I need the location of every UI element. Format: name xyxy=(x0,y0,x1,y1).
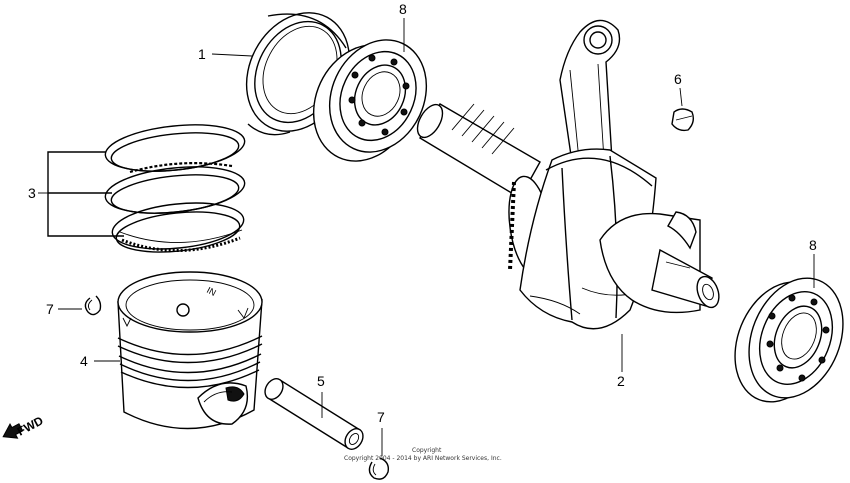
copyright-line-2: Copyright 2004 - 2014 by ARI Network Ser… xyxy=(344,455,502,462)
bracket-3 xyxy=(47,151,124,237)
fwd-arrow-icon xyxy=(2,422,24,439)
piston-rings-part-3[interactable] xyxy=(103,119,247,258)
pin-clip-part-7-bottom[interactable] xyxy=(368,457,390,480)
callout-8-top: 8 xyxy=(399,1,407,17)
pin-clip-part-7-left[interactable] xyxy=(84,295,102,316)
woodruff-key-part-6[interactable] xyxy=(671,108,695,132)
callout-2: 2 xyxy=(617,373,625,389)
callout-8-right: 8 xyxy=(809,237,817,253)
callout-6: 6 xyxy=(674,71,682,87)
piston-in-mark: IN xyxy=(205,285,218,298)
callout-5: 5 xyxy=(317,373,325,389)
fwd-label: FWD xyxy=(15,413,46,438)
ball-bearing-part-8-top[interactable] xyxy=(295,24,444,178)
leader-1 xyxy=(211,53,253,57)
piston-pin-part-5[interactable] xyxy=(261,375,366,452)
crankshaft-part-2[interactable] xyxy=(412,19,723,330)
callout-1: 1 xyxy=(198,46,206,62)
copyright-line-1: Copyright xyxy=(412,447,442,454)
callout-4: 4 xyxy=(80,353,88,369)
callout-3: 3 xyxy=(28,185,36,201)
callout-7-bottom: 7 xyxy=(377,409,385,425)
callout-7-left: 7 xyxy=(46,301,54,317)
piston-part-4[interactable] xyxy=(117,271,263,430)
leader-6 xyxy=(679,87,683,107)
ball-bearing-part-8-right[interactable] xyxy=(718,264,850,416)
